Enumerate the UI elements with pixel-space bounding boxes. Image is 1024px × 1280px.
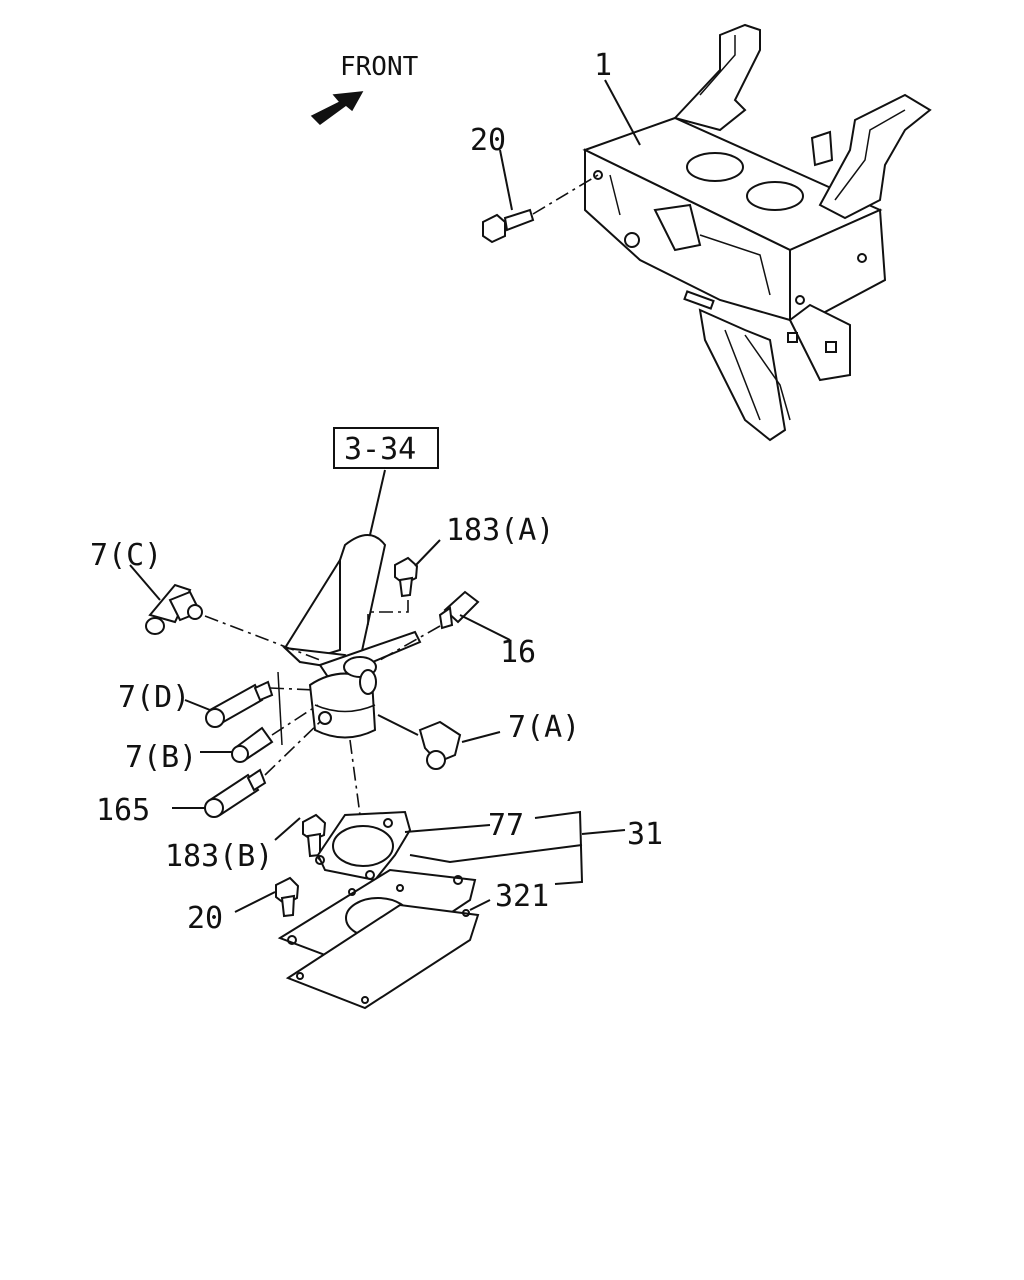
- callout-7d: 7(D): [118, 680, 190, 715]
- leader-1: [604, 79, 641, 146]
- bolt-20-top: [482, 149, 599, 244]
- fitting-7a: [377, 714, 501, 770]
- callout-183b: 183(B): [165, 839, 273, 874]
- flange-77: [315, 810, 491, 882]
- front-indicator: FRONT: [310, 52, 419, 125]
- front-label: FRONT: [340, 52, 419, 82]
- callout-20-top: 20: [470, 123, 506, 158]
- callout-7a: 7(A): [508, 710, 580, 745]
- front-arrow-icon: [310, 91, 364, 125]
- bolt-20-bottom: [234, 876, 300, 918]
- base-plate-321: [277, 868, 491, 1010]
- callout-77: 77: [488, 808, 524, 843]
- ref-box-label: 3-34: [344, 432, 416, 467]
- bracket-frame: [582, 23, 932, 442]
- bolt-183b: [274, 813, 327, 863]
- group-31: [409, 810, 626, 885]
- callout-1: 1: [594, 48, 612, 83]
- ref-box: 3-34: [333, 427, 439, 536]
- fitting-165: [172, 719, 323, 818]
- callout-16: 16: [500, 635, 536, 670]
- callout-165: 165: [96, 793, 150, 828]
- fitting-7c: [129, 564, 321, 661]
- brake-lever-assembly: [277, 534, 422, 831]
- callout-183a: 183(A): [446, 513, 554, 548]
- callout-31: 31: [627, 817, 663, 852]
- callout-7b: 7(B): [125, 740, 197, 775]
- callout-7c: 7(C): [90, 538, 162, 573]
- fitting-7b: [200, 704, 319, 763]
- callout-321: 321: [495, 879, 549, 914]
- callout-20-bottom: 20: [187, 901, 223, 936]
- switch-16: [379, 590, 511, 661]
- bolt-183a: [367, 539, 441, 625]
- fitting-7d: [184, 680, 316, 728]
